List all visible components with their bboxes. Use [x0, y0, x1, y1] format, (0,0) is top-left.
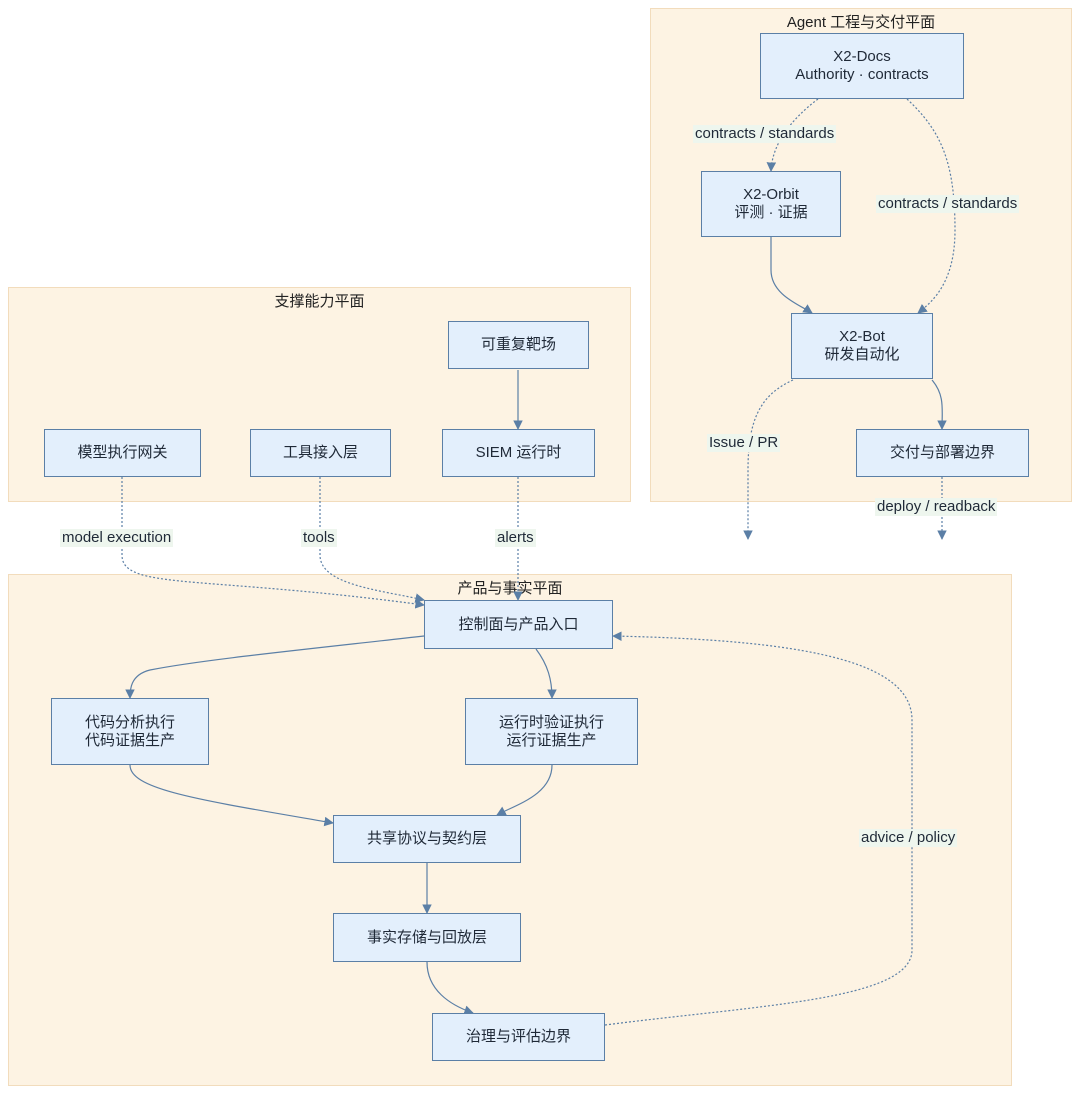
siem-runtime-label: SIEM 运行时 [475, 444, 562, 461]
x2-docs-title: X2-Docs [833, 48, 891, 65]
edge-advice [604, 631, 913, 1026]
edge-control-runtime [535, 648, 557, 699]
runtime-verification-line1: 运行时验证执行 [498, 713, 604, 731]
x2-orbit-title: X2-Orbit [743, 186, 799, 203]
shared-protocol-layer-label: 共享协议与契约层 [366, 830, 487, 847]
node-x2-orbit[interactable]: X2-Orbit 评测 · 证据 [701, 171, 841, 237]
edge-bot-delivery [931, 379, 947, 430]
x2-bot-subtitle: 研发自动化 [824, 346, 900, 363]
node-runtime-verification[interactable]: 运行时验证执行 运行证据生产 [465, 698, 638, 765]
node-shared-protocol-layer[interactable]: 共享协议与契约层 [333, 815, 521, 863]
node-fact-store-replay[interactable]: 事实存储与回放层 [333, 913, 521, 962]
node-repeatable-range[interactable]: 可重复靶场 [448, 321, 589, 369]
support-plane-title: 支撑能力平面 [274, 293, 365, 310]
tool-access-layer-label: 工具接入层 [282, 444, 358, 461]
edge-code-shared [129, 764, 334, 827]
edge-label-model-execution: model execution [60, 529, 174, 547]
runtime-verification-line2: 运行证据生产 [506, 731, 597, 749]
edge-label-docs-orbit: contracts / standards [693, 125, 837, 143]
edge-docs-bot [906, 98, 956, 314]
product-plane-title: 产品与事实平面 [457, 580, 563, 597]
edge-orbit-bot [770, 237, 813, 314]
delivery-boundary-label: 交付与部署边界 [889, 444, 995, 461]
node-x2-bot[interactable]: X2-Bot 研发自动化 [791, 313, 933, 379]
x2-bot-title: X2-Bot [839, 328, 885, 345]
code-analysis-line1: 代码分析执行 [84, 713, 175, 731]
edge-label-deploy-readback: deploy / readback [875, 498, 998, 516]
model-gateway-label: 模型执行网关 [77, 444, 168, 461]
edge-runtime-shared [496, 764, 553, 816]
edge-control-code [125, 635, 425, 699]
fact-store-replay-label: 事实存储与回放层 [366, 928, 487, 946]
code-analysis-line2: 代码证据生产 [84, 731, 175, 749]
edge-label-tools: tools [301, 529, 337, 547]
edge-label-issue-pr: Issue / PR [707, 434, 781, 452]
control-plane-label: 控制面与产品入口 [458, 615, 579, 633]
edge-fact-governance [426, 961, 474, 1015]
node-code-analysis[interactable]: 代码分析执行 代码证据生产 [51, 698, 209, 765]
node-tool-access-layer[interactable]: 工具接入层 [250, 429, 391, 477]
edge-tools [319, 477, 425, 603]
edge-label-advice-policy: advice / policy [859, 829, 958, 847]
x2-docs-subtitle: Authority · contracts [795, 66, 929, 83]
node-delivery-boundary[interactable]: 交付与部署边界 [856, 429, 1029, 477]
edge-label-docs-bot: contracts / standards [876, 195, 1020, 213]
governance-boundary-label: 治理与评估边界 [465, 1028, 571, 1045]
node-x2-docs[interactable]: X2-Docs Authority · contracts [760, 33, 964, 99]
agent-plane-title: Agent 工程与交付平面 [786, 14, 936, 31]
edge-bot-issue [743, 379, 794, 540]
node-siem-runtime[interactable]: SIEM 运行时 [442, 429, 595, 477]
repeatable-range-label: 可重复靶场 [480, 336, 556, 353]
edge-label-alerts: alerts [495, 529, 536, 547]
x2-orbit-subtitle: 评测 · 证据 [734, 204, 808, 221]
node-model-gateway[interactable]: 模型执行网关 [44, 429, 201, 477]
node-governance-boundary[interactable]: 治理与评估边界 [432, 1013, 605, 1061]
node-control-plane[interactable]: 控制面与产品入口 [424, 600, 613, 649]
edge-model-exec [121, 477, 425, 609]
